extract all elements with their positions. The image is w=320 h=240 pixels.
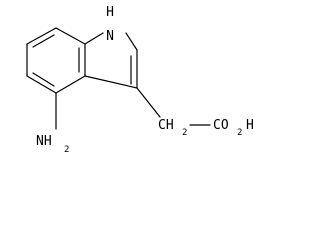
bond-c7a-n1 bbox=[84, 32, 104, 45]
bond-c4-c3a bbox=[55, 75, 86, 94]
carboxyl-hydrogen-label: H bbox=[246, 118, 254, 133]
pyrrole-ring bbox=[84, 32, 138, 89]
bond-c3-ch2 bbox=[136, 87, 161, 118]
bond-c7-c6 bbox=[26, 27, 57, 45]
double-bond-c5-c4 bbox=[32, 72, 55, 87]
bond-n1-c2 bbox=[125, 32, 138, 51]
amine-group-label: NH bbox=[36, 134, 52, 149]
amine-subscript: 2 bbox=[64, 145, 69, 155]
methylene-subscript: 2 bbox=[182, 128, 187, 138]
chemical-structure-diagram: H N NH 2 CH 2 CO 2 H bbox=[26, 5, 254, 155]
carboxyl-label: CO bbox=[213, 118, 229, 133]
carboxyl-subscript: 2 bbox=[237, 128, 242, 138]
double-bond-c7-c6 bbox=[32, 34, 55, 48]
bond-c3-c3a bbox=[84, 75, 138, 89]
methylene-label: CH bbox=[158, 118, 174, 133]
bond-c7a-c7 bbox=[55, 27, 86, 45]
ring-nitrogen-label: N bbox=[106, 29, 114, 44]
benzene-ring bbox=[26, 27, 86, 94]
bond-c5-c4 bbox=[26, 75, 57, 94]
ring-nitrogen-hydrogen-label: H bbox=[106, 5, 114, 20]
